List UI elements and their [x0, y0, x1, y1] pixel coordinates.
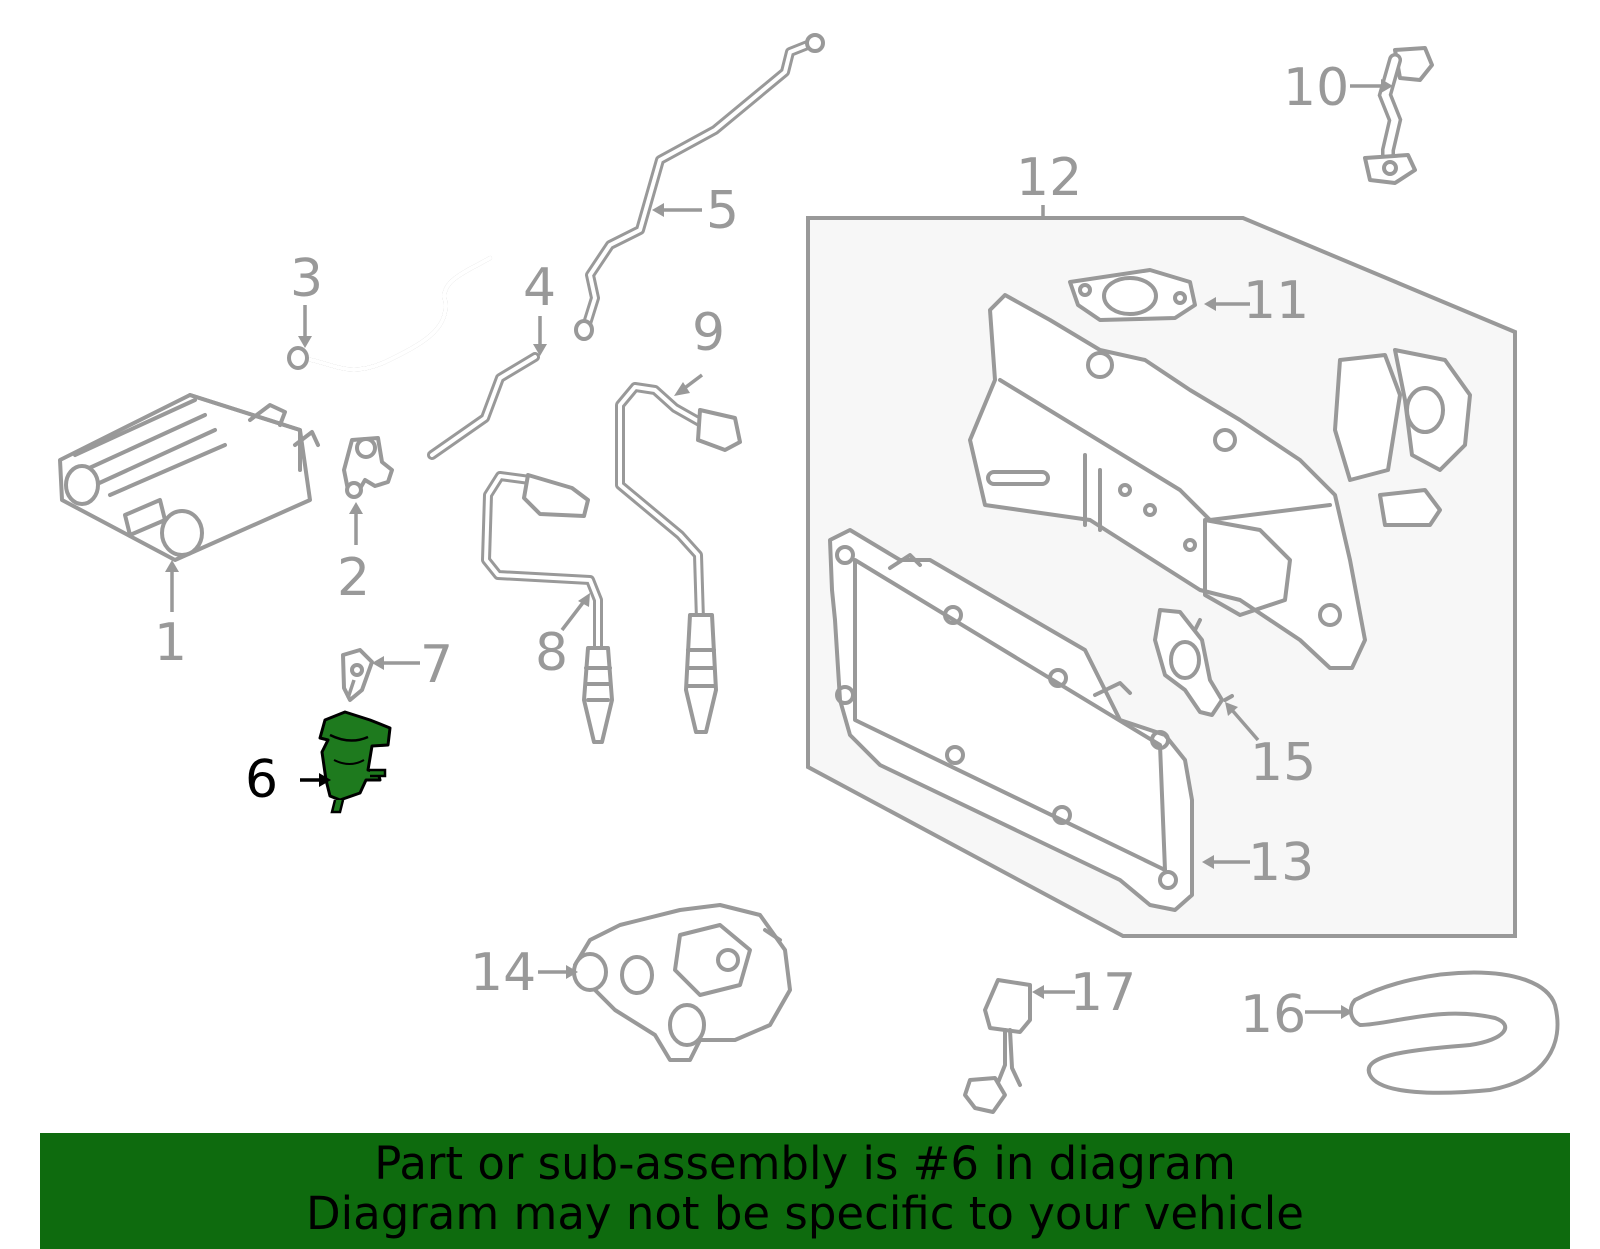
- part-9-sensor[interactable]: [615, 382, 742, 734]
- info-banner: Part or sub-assembly is #6 in diagram Di…: [40, 1133, 1570, 1249]
- part-10-egr-pipe[interactable]: [1363, 46, 1434, 185]
- callout-9: 9: [692, 303, 725, 363]
- part-4-hose[interactable]: [427, 352, 540, 460]
- part-6-solenoid[interactable]: [318, 710, 392, 814]
- part-8-sensor[interactable]: [481, 471, 614, 744]
- part-14-egr-valve[interactable]: [572, 903, 792, 1062]
- callout-14: 14: [470, 943, 536, 1003]
- callout-8: 8: [535, 623, 568, 683]
- part-7-bracket[interactable]: [341, 648, 374, 702]
- callout-4: 4: [523, 258, 556, 318]
- callout-13: 13: [1248, 833, 1314, 893]
- egr-cooler-body: [968, 293, 1472, 670]
- callout-5: 5: [706, 181, 739, 241]
- part-13-gasket[interactable]: [828, 528, 1194, 912]
- part-5-pipe[interactable]: [574, 33, 825, 341]
- part-3-hose[interactable]: [287, 256, 492, 372]
- callout-15: 15: [1250, 733, 1316, 793]
- banner-line-1: Part or sub-assembly is #6 in diagram: [374, 1137, 1236, 1190]
- callout-arrows: [165, 79, 1393, 1019]
- callout-16: 16: [1240, 985, 1306, 1045]
- part-16-hose[interactable]: [1348, 970, 1560, 1095]
- callout-6: 6: [245, 750, 278, 810]
- callout-11: 11: [1243, 271, 1309, 331]
- banner-line-2: Diagram may not be specific to your vehi…: [306, 1187, 1304, 1240]
- callout-3: 3: [290, 249, 323, 309]
- part-1-canister[interactable]: [58, 393, 320, 562]
- callout-1: 1: [154, 613, 187, 673]
- callout-7: 7: [420, 635, 453, 695]
- callout-12: 12: [1016, 148, 1082, 208]
- callout-17: 17: [1070, 963, 1136, 1023]
- part-2-valve[interactable]: [342, 436, 394, 499]
- part-11-gasket[interactable]: [1068, 268, 1197, 322]
- callout-10: 10: [1283, 58, 1349, 118]
- callout-2: 2: [337, 548, 370, 608]
- part-17-sensor[interactable]: [963, 978, 1032, 1114]
- part-15-gasket[interactable]: [1153, 608, 1234, 717]
- callout-labels: 1 2 3 4 5 6 7 8 9 10 11 12 13 14 15 16 1…: [154, 58, 1349, 1045]
